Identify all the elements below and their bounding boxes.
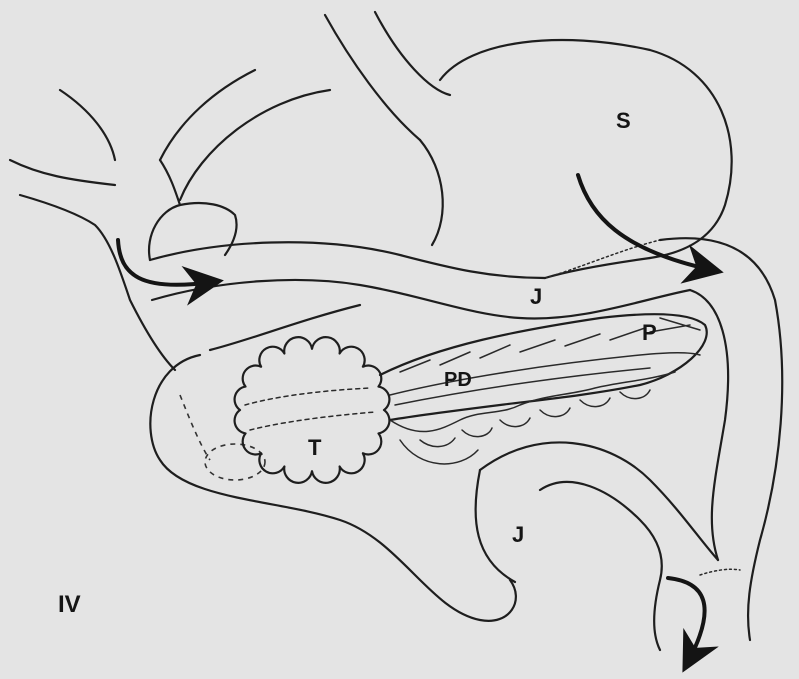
label-pancreas: P [642, 320, 657, 345]
stomach [180, 12, 732, 278]
label-jejunum-upper: J [530, 284, 542, 309]
flow-arrow-stomach [578, 175, 712, 270]
bile-duct [10, 70, 255, 370]
flow-arrow-bottom [668, 578, 705, 662]
pancreas [380, 314, 707, 464]
label-pancreatic-duct: PD [444, 369, 472, 391]
label-jejunum-lower: J [512, 522, 524, 547]
tumor [235, 337, 390, 483]
flow-arrow-left [118, 240, 212, 285]
duodenum [150, 305, 516, 621]
jejunum-upper [149, 203, 782, 640]
label-stomach: S [616, 108, 631, 133]
label-tumor: T [308, 435, 322, 460]
panel-label: IV [58, 591, 81, 618]
